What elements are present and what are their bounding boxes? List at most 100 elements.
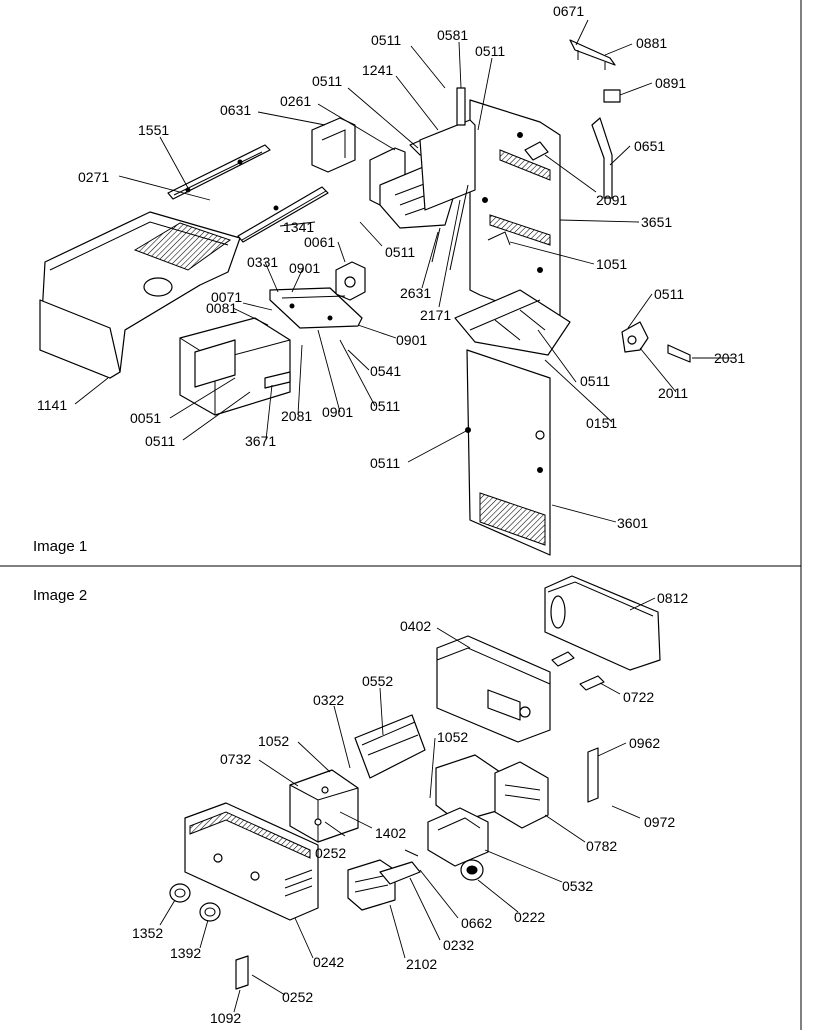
- callout-label: 0541: [370, 363, 401, 379]
- callout-label: 0901: [289, 260, 320, 276]
- callout-label: 0891: [655, 75, 686, 91]
- part-rail-1551: [167, 144, 271, 200]
- callout-label: 0581: [437, 27, 468, 43]
- callout-label: 0071: [211, 289, 242, 305]
- part-housing-0402: [436, 635, 551, 743]
- callout-label: 2171: [420, 307, 451, 323]
- part-front-panel-0242: [184, 802, 319, 921]
- part-cover-0631: [311, 117, 356, 173]
- callout-label: 0511: [370, 398, 400, 414]
- callout-label: 0662: [461, 915, 492, 931]
- callout-label: 0511: [371, 32, 401, 48]
- callout-label: 0511: [475, 43, 505, 59]
- part-switch-2011: [621, 321, 649, 353]
- part-panel-3601: [465, 349, 551, 556]
- callout-label: 0532: [562, 878, 593, 894]
- callout-label: 0732: [220, 751, 251, 767]
- callout-label: 1052: [258, 733, 289, 749]
- callout-label: 0552: [362, 673, 393, 689]
- part-knob-1352: [169, 883, 191, 903]
- callout-label: 0962: [629, 735, 660, 751]
- part-frame-0732: [289, 769, 359, 843]
- callout-label: 0511: [145, 433, 175, 449]
- callout-label: 0232: [443, 937, 474, 953]
- callout-label: 1092: [210, 1010, 241, 1026]
- part-bar-0962: [587, 747, 599, 803]
- callout-label: 0651: [634, 138, 665, 154]
- part-block-0891: [603, 89, 621, 103]
- image-2-callouts: 0812 0402 0722 0552 0322 1052 1052 0962 …: [132, 590, 688, 1026]
- callout-label: 0252: [315, 845, 346, 861]
- callout-label: 1052: [437, 729, 468, 745]
- part-lever-0232: [379, 861, 421, 885]
- callout-label: 1341: [283, 219, 314, 235]
- callout-label: 1241: [362, 62, 393, 78]
- callout-label: 2102: [406, 956, 437, 972]
- part-funnel-0532: [427, 807, 489, 867]
- callout-label: 1402: [375, 825, 406, 841]
- part-screw-0662: [404, 849, 419, 857]
- callout-label: 0901: [322, 404, 353, 420]
- part-motor-0061: [335, 261, 366, 301]
- image-1-parts: [39, 19, 734, 556]
- callout-label: 0722: [623, 689, 654, 705]
- callout-label: 0322: [313, 692, 344, 708]
- callout-label: 0051: [130, 410, 161, 426]
- callout-label: 1551: [138, 122, 169, 138]
- callout-label: 0511: [385, 244, 415, 260]
- callout-label: 0151: [586, 415, 617, 431]
- callout-label: 0252: [282, 989, 313, 1005]
- callout-label: 0402: [400, 618, 431, 634]
- callout-label: 0511: [580, 373, 610, 389]
- callout-label: 1141: [37, 397, 67, 413]
- callout-label: 0261: [280, 93, 311, 109]
- callout-label: 1352: [132, 925, 163, 941]
- part-fitting-2091: [524, 141, 549, 161]
- part-bracket-1092: [235, 955, 249, 990]
- part-frame-0782: [435, 754, 549, 829]
- part-wire-1051: [487, 231, 511, 246]
- part-knob-1392: [199, 902, 221, 922]
- callout-label: 0881: [636, 35, 667, 51]
- panel-title-image-2: Image 2: [33, 587, 87, 604]
- callout-label: 2031: [714, 350, 745, 366]
- part-wire-2631: [431, 227, 441, 263]
- callout-label: 2081: [281, 408, 312, 424]
- part-strip-0651: [591, 117, 613, 199]
- callout-label: 2631: [400, 285, 431, 301]
- callout-label: 0081: [206, 300, 237, 316]
- callout-label: 0901: [396, 332, 427, 348]
- callout-label: 0061: [304, 234, 335, 250]
- callout-label: 0782: [586, 838, 617, 854]
- part-grille-2102-lines: [354, 874, 389, 893]
- callout-label: 0631: [220, 102, 251, 118]
- callout-label: 0972: [644, 814, 675, 830]
- image-2-parts: [159, 575, 661, 1013]
- callout-label: 3601: [617, 515, 648, 531]
- part-roller-0722: [579, 675, 605, 691]
- part-rail-1341: [237, 186, 329, 243]
- callout-label: 1051: [596, 256, 627, 272]
- callout-label: 2091: [596, 192, 627, 208]
- callout-label: 1392: [170, 945, 201, 961]
- part-bracket-0881: [569, 39, 616, 70]
- part-frame-0552: [354, 714, 426, 779]
- image-1-callouts: 0671 0511 0581 0511 0881 1241 0511 0891 …: [37, 3, 745, 531]
- callout-label: 0511: [370, 455, 400, 471]
- callout-label: 0331: [247, 254, 278, 270]
- part-housing-0051: [179, 317, 291, 416]
- part-roller-a: [551, 651, 575, 667]
- callout-label: 0511: [312, 73, 342, 89]
- callout-label: 0222: [514, 909, 545, 925]
- callout-label: 3671: [245, 433, 276, 449]
- part-wire-2171: [449, 184, 469, 271]
- image-2-leaders: [159, 597, 656, 1013]
- image-1-leaders: [74, 19, 734, 523]
- part-motor-0222: [460, 859, 484, 881]
- part-bracket-0901: [269, 287, 363, 329]
- part-bracket-0812: [544, 575, 661, 671]
- part-rod-0581: [456, 87, 466, 126]
- callout-label: 0511: [654, 286, 684, 302]
